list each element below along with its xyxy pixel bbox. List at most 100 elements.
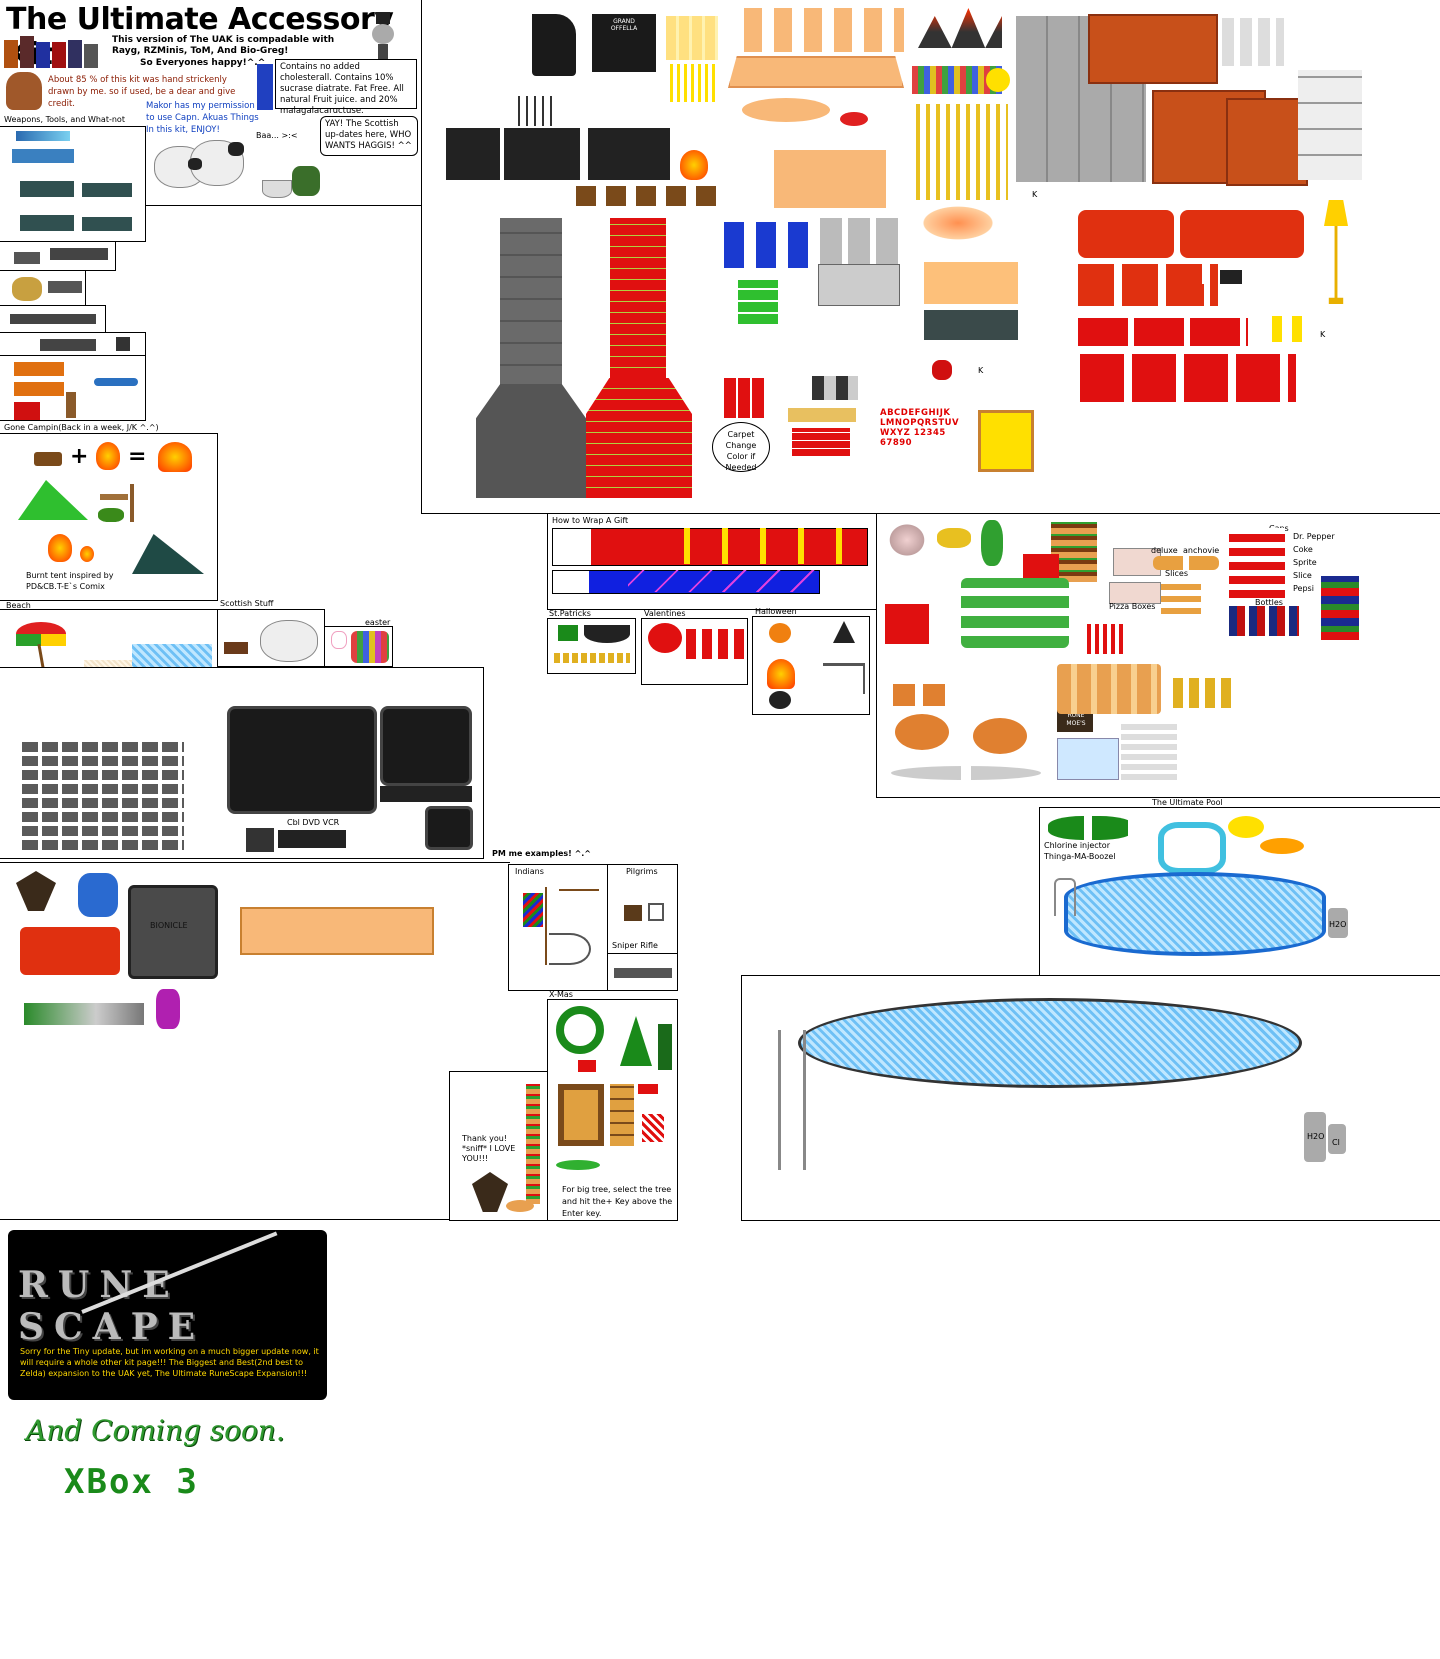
food-in-box	[1057, 738, 1119, 780]
page-title: The Ultimate Accessory Kit	[6, 2, 394, 72]
weapons-row-2	[0, 241, 116, 271]
beach-header: Beach	[6, 601, 31, 610]
shelf-furniture	[774, 150, 886, 208]
torches	[918, 8, 1002, 48]
bionicle-tv	[128, 885, 218, 979]
bagpipes	[224, 642, 248, 654]
rune-moes-sign	[1057, 710, 1093, 732]
dining-table-scene	[240, 907, 434, 955]
food-misc	[887, 522, 927, 558]
scottish-bubble: YAY! The Scottish up-dates here, WHO WAN…	[320, 116, 418, 156]
blue-buttons	[94, 378, 138, 386]
chlorine-label: Chlorine injector Thinga-MA-Boozel	[1044, 841, 1116, 861]
sofa-large	[1078, 210, 1174, 258]
slices-label: Slices	[1165, 569, 1189, 578]
stove-3	[588, 128, 670, 180]
table-lamps	[1272, 316, 1312, 342]
office-chairs	[724, 222, 816, 268]
rugs	[918, 204, 998, 242]
h2o-label-small: H2O	[1329, 920, 1347, 929]
cannon-1	[20, 181, 74, 197]
stone-chimney	[500, 218, 562, 386]
h2o-label-large: H2O	[1307, 1132, 1325, 1141]
roast-turkey-2	[973, 718, 1027, 754]
drink-dr-pepper: Dr. Pepper	[1293, 532, 1335, 541]
pumpkin	[769, 623, 791, 643]
mattress-dark	[924, 310, 1018, 340]
window-frame	[558, 1084, 604, 1146]
small-fire-2	[80, 546, 94, 562]
purple-figure	[156, 989, 180, 1029]
blue-robot	[257, 64, 273, 110]
xmas-panel: For big tree, select the tree and hit th…	[547, 999, 678, 1221]
compat-text: This version of The UAK is compadable wi…	[112, 35, 335, 56]
weapons-row-6	[0, 355, 146, 421]
scarecrow-character	[368, 12, 398, 60]
cake-plates	[885, 604, 929, 644]
tall-cabinets	[1226, 98, 1308, 186]
kitchen-cabinets-top	[1088, 14, 1218, 84]
grand-piano	[532, 14, 576, 76]
small-fire-1	[48, 534, 72, 562]
wood-planks	[788, 408, 856, 422]
wreath	[556, 1006, 604, 1054]
bookcase	[610, 1084, 634, 1146]
grapes	[981, 520, 1003, 566]
bricks-small	[792, 428, 850, 456]
corn	[937, 528, 971, 548]
mattress	[924, 262, 1018, 304]
popcorn	[1087, 624, 1127, 654]
indians-header: Indians	[515, 867, 544, 876]
sofa-corner	[1180, 210, 1304, 258]
bows	[549, 933, 591, 965]
cl-label: Cl	[1332, 1138, 1340, 1147]
bionicle-panel: BIONICLE	[0, 862, 510, 1220]
xmas-tree	[620, 1016, 652, 1066]
feathers	[523, 893, 543, 927]
chlorine-injector	[1048, 816, 1134, 840]
sniper-label: Sniper Rifle	[612, 941, 658, 950]
stove-2	[504, 128, 580, 180]
scottish-panel	[217, 609, 325, 667]
scottish-character	[292, 166, 320, 196]
tv-stand	[380, 786, 472, 802]
cans	[1229, 528, 1285, 598]
big-tree-note: For big tree, select the tree and hit th…	[562, 1185, 673, 1218]
camping-header: Gone Campin(Back in a week, J/K ^.^)	[4, 423, 159, 432]
green-tent	[18, 480, 88, 520]
furniture-panel: GRAND OFFELLA Carpet Change Color if Nee…	[421, 0, 1440, 514]
stpatricks-header: St.Patricks	[549, 609, 591, 618]
round-table	[742, 98, 830, 122]
burnt-tent-caption: Burnt tent inspired by PD&CB.T-E`s Comix	[26, 571, 114, 591]
scottish-header: Scottish Stuff	[220, 599, 274, 608]
h2o-tank-large	[1304, 1112, 1326, 1162]
cannon-3	[20, 215, 74, 231]
sleeping-bag	[98, 508, 124, 522]
desserts	[1057, 664, 1161, 714]
pool-header: The Ultimate Pool	[1152, 798, 1223, 807]
carpet-note: Carpet Change Color if Needed	[712, 422, 770, 472]
gift-header: How to Wrap A Gift	[552, 516, 629, 525]
weapons-header: Weapons, Tools, and What-not	[4, 115, 125, 124]
stpatricks-panel	[547, 618, 636, 674]
blue-robot-2	[78, 873, 118, 917]
h2o-tank-small	[1328, 908, 1348, 938]
pilgrim-hat	[624, 905, 642, 921]
blue-blaster	[12, 149, 74, 163]
xbox-3-logo: XBox 3	[64, 1462, 199, 1502]
vacuum-icon	[932, 360, 952, 380]
rifle-icon	[50, 248, 108, 260]
gatling-icon	[40, 339, 96, 351]
easter-panel	[324, 626, 393, 667]
gas-can	[14, 402, 40, 420]
cl-tank	[1328, 1124, 1346, 1154]
box-icon	[116, 337, 130, 351]
axe-icon	[66, 392, 76, 418]
stool-red	[840, 112, 868, 126]
arrow	[559, 889, 599, 891]
large-pool-water	[798, 998, 1302, 1088]
tiles	[812, 376, 858, 400]
drink-coke: Coke	[1293, 545, 1313, 554]
tv-small	[1220, 270, 1242, 284]
ottoman	[1174, 284, 1204, 306]
